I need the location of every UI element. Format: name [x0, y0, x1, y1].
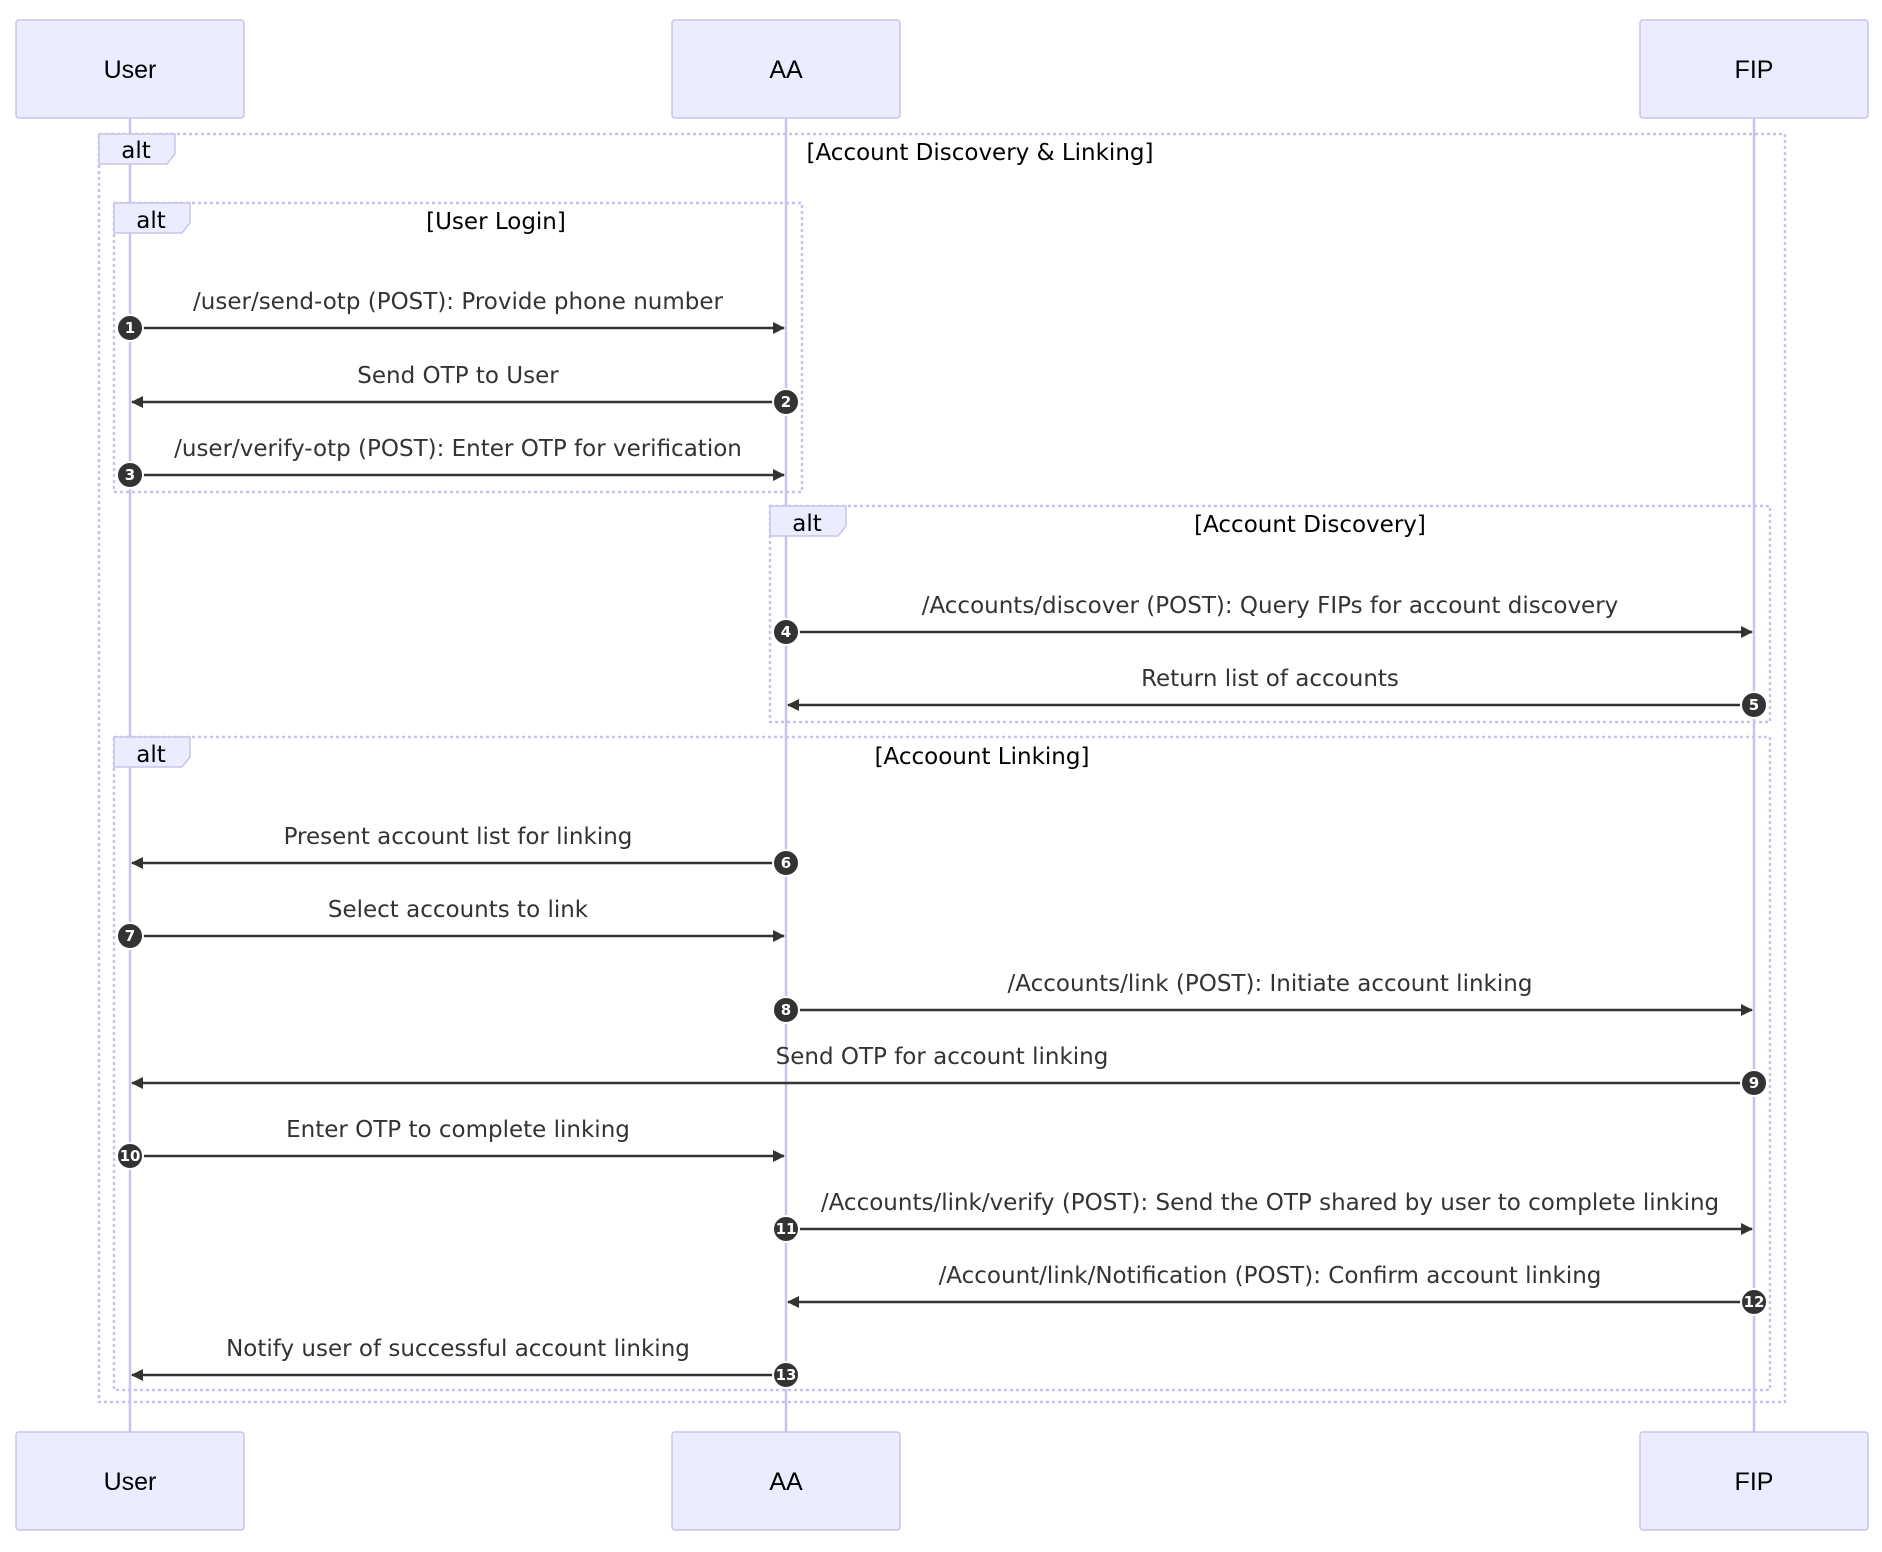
- message-label: Send OTP to User: [357, 363, 559, 389]
- sequence-number-badge: [116, 1142, 144, 1170]
- message-13: Notify user of successful account linkin…: [131, 1336, 800, 1389]
- frame-condition: [Account Discovery]: [1194, 512, 1426, 538]
- message-9: Send OTP for account linking 9: [131, 1044, 1768, 1097]
- message-10: Enter OTP to complete linking 10: [116, 1117, 785, 1170]
- message-label: /Accounts/link/verify (POST): Send the O…: [821, 1190, 1719, 1216]
- sequence-number-badge: [1740, 1288, 1768, 1316]
- alt-frame-user-login: alt [User Login]: [112, 201, 804, 494]
- sequence-number-badge: [1740, 1069, 1768, 1097]
- sequence-number: 11: [776, 1220, 797, 1238]
- actor-label: User: [104, 1468, 157, 1496]
- sequence-number: 13: [776, 1366, 797, 1384]
- actor-label: FIP: [1735, 1468, 1774, 1496]
- sequence-number-badge: [1740, 691, 1768, 719]
- message-4: /Accounts/discover (POST): Query FIPs fo…: [772, 593, 1753, 646]
- alt-frame-account-discovery: alt [Account Discovery]: [768, 504, 1772, 724]
- actor-label: AA: [769, 56, 803, 84]
- message-11: /Accounts/link/verify (POST): Send the O…: [772, 1190, 1753, 1243]
- messages-group: /user/send-otp (POST): Provide phone num…: [116, 289, 1768, 1389]
- message-6: Present account list for linking 6: [131, 824, 800, 877]
- actor-label: AA: [769, 1468, 803, 1496]
- frame-condition: [Accoount Linking]: [875, 744, 1090, 770]
- message-8: /Accounts/link (POST): Initiate account …: [772, 971, 1753, 1024]
- sequence-number: 8: [781, 1001, 791, 1019]
- alt-frame-account-discovery-linking: alt [Account Discovery & Linking]: [97, 132, 1787, 1404]
- sequence-number: 7: [125, 927, 135, 945]
- alt-frame-account-linking: alt [Accoount Linking]: [112, 735, 1772, 1392]
- sequence-number-badge: [772, 1215, 800, 1243]
- message-label: /Account/link/Notification (POST): Confi…: [939, 1263, 1602, 1289]
- sequence-number-badge: [116, 922, 144, 950]
- actor-label: FIP: [1735, 56, 1774, 84]
- sequence-number: 4: [781, 623, 791, 641]
- message-2: Send OTP to User 2: [131, 363, 800, 416]
- frame-keyword: alt: [792, 511, 822, 537]
- sequence-number: 5: [1749, 696, 1759, 714]
- actor-user-bottom[interactable]: User: [15, 1431, 245, 1531]
- sequence-number-badge: [772, 996, 800, 1024]
- message-label: Return list of accounts: [1141, 666, 1399, 692]
- sequence-number-badge: [772, 618, 800, 646]
- frame-condition: [User Login]: [426, 209, 566, 235]
- sequence-number: 10: [120, 1147, 141, 1165]
- actor-fip-bottom[interactable]: FIP: [1639, 1431, 1869, 1531]
- actor-aa-top[interactable]: AA: [671, 19, 901, 119]
- message-5: Return list of accounts 5: [787, 666, 1768, 719]
- message-label: /Accounts/link (POST): Initiate account …: [1008, 971, 1533, 997]
- sequence-number-badge: [772, 388, 800, 416]
- actor-aa-bottom[interactable]: AA: [671, 1431, 901, 1531]
- message-label: Select accounts to link: [328, 897, 589, 923]
- sequence-number: 9: [1749, 1074, 1759, 1092]
- message-label: Enter OTP to complete linking: [286, 1117, 630, 1143]
- sequence-number: 3: [125, 466, 135, 484]
- sequence-number-badge: [116, 314, 144, 342]
- frame-keyword: alt: [136, 208, 166, 234]
- frame-keyword: alt: [136, 742, 166, 768]
- sequence-number: 6: [781, 854, 791, 872]
- actor-fip-top[interactable]: FIP: [1639, 19, 1869, 119]
- message-label: /Accounts/discover (POST): Query FIPs fo…: [922, 593, 1619, 619]
- message-label: Notify user of successful account linkin…: [226, 1336, 690, 1362]
- actor-user-top[interactable]: User: [15, 19, 245, 119]
- sequence-number-badge: [116, 461, 144, 489]
- message-label: Present account list for linking: [284, 824, 633, 850]
- message-label: /user/verify-otp (POST): Enter OTP for v…: [174, 436, 742, 462]
- message-label: Send OTP for account linking: [776, 1044, 1109, 1070]
- sequence-number-badge: [772, 1361, 800, 1389]
- actor-label: User: [104, 56, 157, 84]
- sequence-number-badge: [772, 849, 800, 877]
- message-label: /user/send-otp (POST): Provide phone num…: [193, 289, 723, 315]
- sequence-number: 12: [1744, 1293, 1765, 1311]
- message-1: /user/send-otp (POST): Provide phone num…: [116, 289, 785, 342]
- sequence-number: 2: [781, 393, 791, 411]
- frame-keyword: alt: [121, 138, 151, 164]
- frame-condition: [Account Discovery & Linking]: [807, 140, 1154, 166]
- message-7: Select accounts to link 7: [116, 897, 785, 950]
- sequence-number: 1: [125, 319, 135, 337]
- message-12: /Account/link/Notification (POST): Confi…: [787, 1263, 1768, 1316]
- message-3: /user/verify-otp (POST): Enter OTP for v…: [116, 436, 785, 489]
